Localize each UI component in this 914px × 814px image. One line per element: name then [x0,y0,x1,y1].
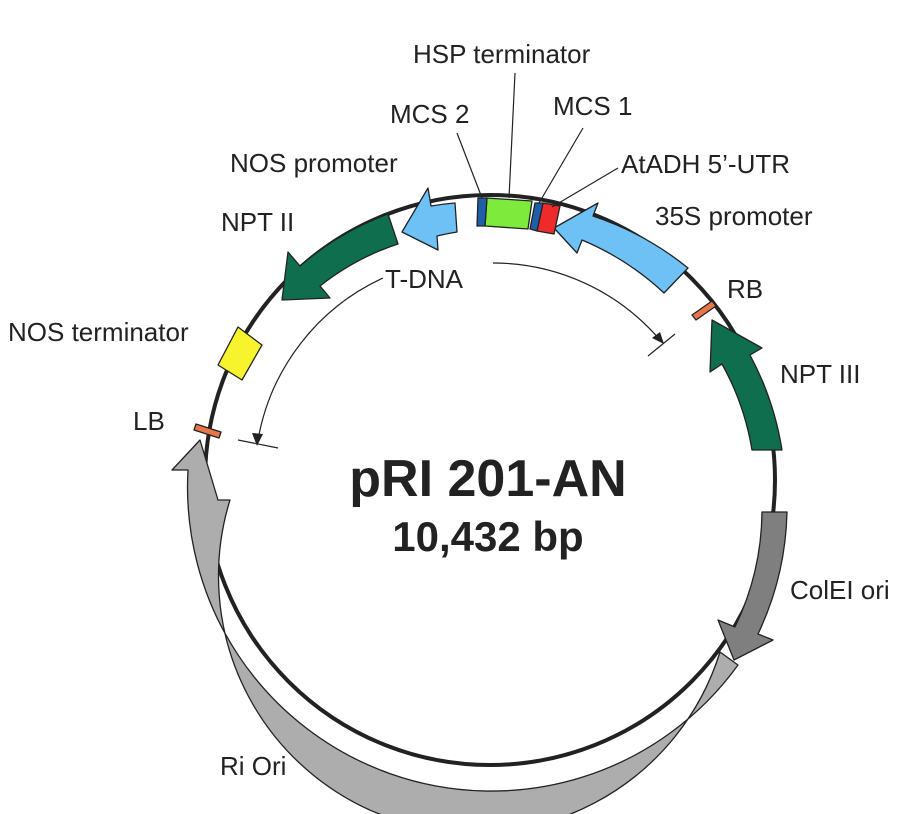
label-colei-ori: ColEI ori [790,575,890,605]
35s-promoter-arrow [553,202,689,294]
t-dna-tick-left [237,439,279,449]
label-35s-promoter: 35S promoter [655,201,813,231]
label-nos-promoter: NOS promoter [230,148,398,178]
lb-marker [193,423,222,439]
t-dna-arrowhead-right [652,332,664,344]
t-dna-arrowhead-left [252,433,263,446]
leader-mcs1 [538,127,584,204]
label-atadh-utr: AtADH 5’-UTR [621,149,790,179]
plasmid-size: 10,432 bp [392,513,583,560]
label-ri-ori: Ri Ori [220,751,286,781]
t-dna-arc-left [257,277,384,441]
plasmid-name: pRI 201-AN [349,450,626,508]
label-npt-ii: NPT II [221,207,294,237]
label-npt-iii: NPT III [780,359,860,389]
nos-terminator-box [217,326,263,381]
t-dna-label: T-DNA [385,264,464,294]
label-nos-terminator: NOS terminator [8,317,189,347]
mcs2-box [476,197,488,227]
ri-ori-arrow [171,439,739,814]
leader-mcs2 [456,132,483,199]
label-mcs1: MCS 1 [553,91,632,121]
label-rb: RB [727,274,763,304]
nos-promoter-arrow [401,187,458,251]
npt-iii-arrow [709,319,783,451]
leader-hsp-terminator [508,72,516,199]
hsp-terminator-box [484,197,533,230]
npt-ii-arrow [281,213,399,301]
label-mcs2: MCS 2 [390,99,469,129]
rb-marker [691,300,717,321]
t-dna-arc [492,262,661,341]
t-dna-tick-right [647,333,676,357]
mcs1-box [529,202,544,232]
colei-ori-arrow [717,511,788,661]
label-hsp-terminator: HSP terminator [413,39,591,69]
leader-atadh-utr [551,167,619,208]
label-lb: LB [133,406,165,436]
